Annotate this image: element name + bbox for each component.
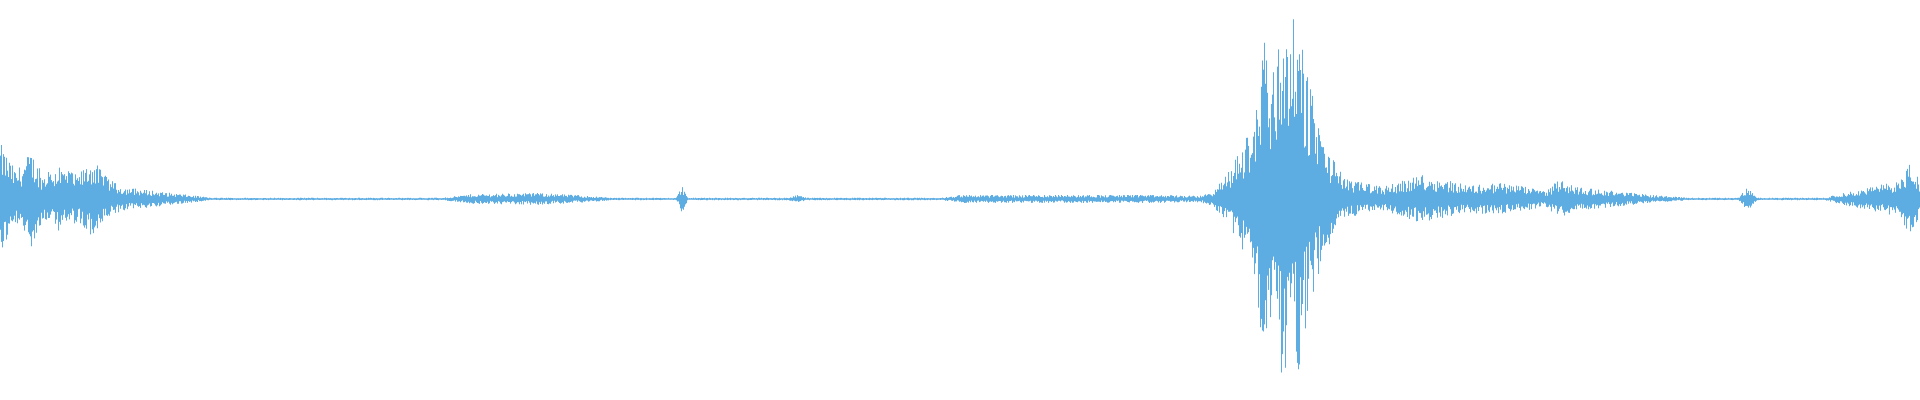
waveform-path: [0, 19, 1920, 373]
waveform-strokes: [0, 19, 1920, 373]
